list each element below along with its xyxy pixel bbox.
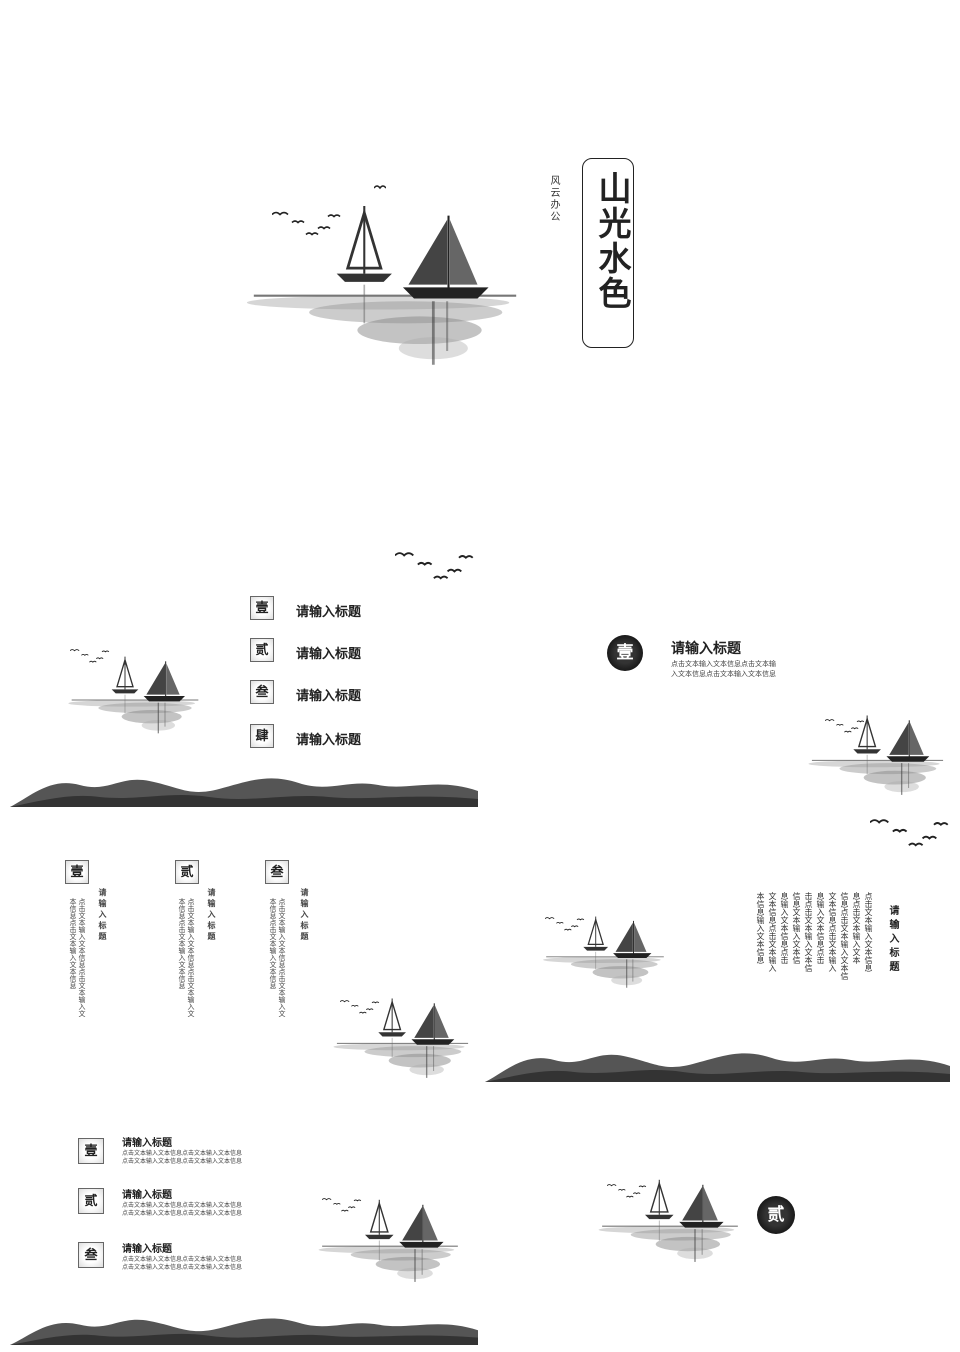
vertical-col: 点击文本输入文本信息 bbox=[864, 892, 873, 972]
section1-title: 请输入标题 bbox=[671, 641, 741, 657]
col-badge-3: 叁 bbox=[265, 860, 289, 884]
slide-list: 壹 请输入标题 点击文本输入文本信息点击文本输入文本信息 点击文本输入文本信息点… bbox=[10, 1090, 478, 1345]
vertical-col: 文本信息点击文本输入 bbox=[828, 892, 837, 972]
list-body-3a: 点击文本输入文本信息点击文本输入文本信息 bbox=[122, 1256, 243, 1263]
vertical-col: 本信息输入文本信息 bbox=[756, 892, 765, 964]
vertical-col: 击点击文本输入文本信 bbox=[804, 892, 813, 972]
toc-item-1[interactable]: 请输入标题 bbox=[296, 605, 362, 620]
vertical-body: 点击文本输入文本信息 息点击文本输入文本 信息点击文本输入文本信 文本信息点击文… bbox=[713, 892, 873, 1002]
cover-title: 山光水色 bbox=[593, 171, 632, 311]
vertical-col: 息输入文本信息点击 bbox=[780, 892, 789, 964]
ink-circle-badge-icon: 贰 bbox=[757, 1196, 795, 1234]
col-title-1: 请输入标题 bbox=[98, 888, 108, 943]
list-badge-2: 贰 bbox=[78, 1188, 104, 1214]
list-body-3b: 点击文本输入文本信息点击文本输入文本信息 bbox=[122, 1264, 243, 1271]
slide-section-2: 贰 bbox=[485, 1090, 950, 1345]
toc-badge-3: 叁 bbox=[250, 680, 274, 704]
cover-subtitle: 风云办公 bbox=[548, 175, 559, 223]
slide-cover: 风云办公 山光水色 bbox=[0, 0, 960, 520]
ink-mountains-icon bbox=[485, 1053, 950, 1082]
birds-icon bbox=[607, 1184, 647, 1198]
col-body-2: 点击文本输入文本信息点击文本输入文本信息点击文本输入文本信息 bbox=[178, 898, 195, 1017]
vertical-col: 文本信息点击文本输入 bbox=[768, 892, 777, 972]
vertical-col: 息输入文本信息点击 bbox=[816, 892, 825, 964]
list-title-1: 请输入标题 bbox=[122, 1138, 172, 1149]
vertical-col: 息点击文本输入文本 bbox=[852, 892, 861, 964]
slide-toc: 壹 请输入标题 贰 请输入标题 叁 请输入标题 肆 请输入标题 bbox=[10, 535, 478, 807]
birds-icon bbox=[545, 917, 585, 931]
birds-icon bbox=[870, 819, 949, 847]
toc-item-2[interactable]: 请输入标题 bbox=[296, 647, 362, 662]
toc-item-3[interactable]: 请输入标题 bbox=[296, 689, 362, 704]
list-title-3: 请输入标题 bbox=[122, 1244, 172, 1255]
col-title-2: 请输入标题 bbox=[207, 888, 217, 943]
toc-badge-2: 贰 bbox=[250, 638, 274, 662]
vertical-title: 请输入标题 bbox=[887, 905, 898, 975]
ink-mountains-icon bbox=[10, 778, 478, 807]
section1-body-line2: 入文本信息点击文本输入文本信息 bbox=[671, 670, 776, 678]
list-title-2: 请输入标题 bbox=[122, 1190, 172, 1201]
list-body-1b: 点击文本输入文本信息点击文本输入文本信息 bbox=[122, 1158, 243, 1165]
birds-icon bbox=[398, 1078, 478, 1085]
toc-badge-4: 肆 bbox=[250, 724, 274, 748]
vertical-col: 信息文本输入文本信 bbox=[792, 892, 801, 964]
slide-three-columns: 壹 请输入标题 点击文本输入文本信息点击文本输入文本信息点击文本输入文本信息 贰… bbox=[10, 810, 478, 1085]
section1-body-line1: 点击文本输入文本信息点击文本输 bbox=[671, 660, 776, 668]
birds-icon bbox=[340, 1000, 380, 1014]
ink-mountains-icon bbox=[10, 1318, 478, 1345]
birds-icon bbox=[70, 649, 110, 663]
birds-icon bbox=[825, 719, 865, 733]
list-body-1a: 点击文本输入文本信息点击文本输入文本信息 bbox=[122, 1150, 243, 1157]
col-badge-2: 贰 bbox=[175, 860, 199, 884]
birds-icon bbox=[322, 1198, 362, 1212]
ink-circle-badge-icon: 壹 bbox=[607, 635, 643, 671]
list-body-2b: 点击文本输入文本信息点击文本输入文本信息 bbox=[122, 1210, 243, 1217]
toc-badge-1: 壹 bbox=[250, 596, 274, 620]
birds-icon bbox=[395, 552, 474, 580]
list-badge-3: 叁 bbox=[78, 1242, 104, 1268]
bird-icon bbox=[374, 185, 386, 190]
col-body-1: 点击文本输入文本信息点击文本输入文本信息点击文本输入文本信息 bbox=[69, 898, 86, 1017]
col-body-3: 点击文本输入文本信息点击文本输入文本信息点击文本输入文本信息 bbox=[269, 898, 286, 1017]
toc-item-4[interactable]: 请输入标题 bbox=[296, 733, 362, 748]
slide-section-1: 壹 请输入标题 点击文本输入文本信息点击文本输 入文本信息点击文本输入文本信息 bbox=[485, 535, 950, 807]
vertical-col: 信息点击文本输入文本信 bbox=[840, 892, 849, 980]
slide-vertical-text: 请输入标题 点击文本输入文本信息 息点击文本输入文本 信息点击文本输入文本信 文… bbox=[485, 810, 950, 1085]
col-title-3: 请输入标题 bbox=[300, 888, 310, 943]
list-body-2a: 点击文本输入文本信息点击文本输入文本信息 bbox=[122, 1202, 243, 1209]
cover-title-box: 山光水色 bbox=[582, 158, 634, 348]
list-badge-1: 壹 bbox=[78, 1138, 104, 1164]
col-badge-1: 壹 bbox=[65, 860, 89, 884]
birds-icon bbox=[272, 211, 341, 236]
